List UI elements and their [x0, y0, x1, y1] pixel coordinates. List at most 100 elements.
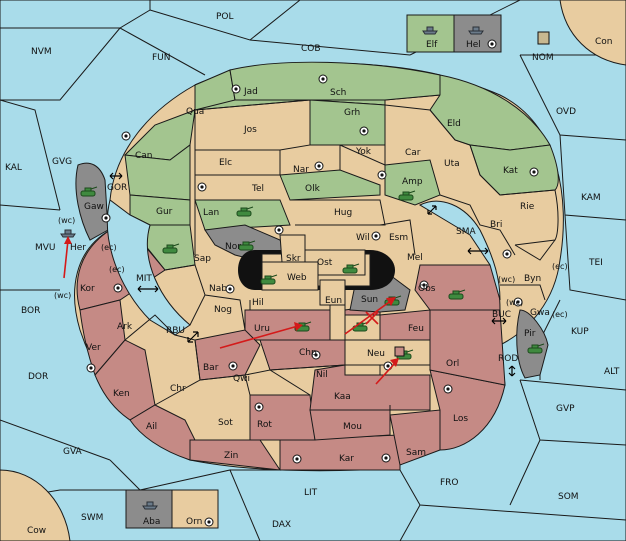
ship-icon[interactable]: [142, 501, 158, 510]
label-nor: Nor: [225, 242, 241, 252]
label-hug: Hug: [334, 208, 352, 218]
tank-icon[interactable]: [448, 289, 466, 300]
province-sch[interactable]: [229, 61, 441, 101]
province-grh[interactable]: [309, 99, 386, 146]
label-kup: KUP: [571, 327, 589, 337]
label-elf: Elf: [426, 40, 438, 50]
label-nar: Nar: [293, 165, 309, 175]
label-mel: Mel: [407, 253, 423, 263]
supply-center-icon: [231, 84, 241, 94]
label-gur: Gur: [156, 207, 173, 217]
label-kaa: Kaa: [334, 392, 351, 402]
ship-icon[interactable]: [468, 26, 484, 35]
ship-icon[interactable]: [422, 26, 438, 35]
label-coast-wc3: (wc): [498, 275, 515, 284]
label-olk: Olk: [305, 184, 321, 194]
supply-centers: [86, 39, 539, 527]
label-orn: Orn: [186, 517, 202, 527]
label-ovd: OVD: [556, 107, 576, 117]
tank-icon[interactable]: [342, 263, 360, 274]
label-uta: Uta: [444, 159, 460, 169]
label-dax: DAX: [272, 520, 291, 530]
supply-center-icon: [419, 280, 429, 290]
label-alt: ALT: [604, 367, 620, 377]
label-cow: Cow: [27, 526, 46, 536]
label-gvp: GVP: [556, 404, 575, 414]
ship-icon[interactable]: [60, 229, 76, 238]
tank-icon[interactable]: [260, 274, 278, 285]
label-sot: Sot: [218, 418, 233, 428]
label-kam: KAM: [581, 193, 601, 203]
province-rot[interactable]: [249, 394, 316, 441]
label-bri: Bri: [490, 220, 502, 230]
label-rie: Rie: [520, 202, 535, 212]
label-sch: Sch: [330, 88, 346, 98]
label-pol: POL: [216, 12, 234, 22]
label-uru: Uru: [254, 324, 270, 334]
supply-center-icon: [292, 454, 302, 464]
province-can[interactable]: [124, 144, 191, 201]
label-aba: Aba: [143, 517, 160, 527]
label-kat: Kat: [503, 166, 518, 176]
label-lit: LIT: [304, 488, 318, 498]
label-sam: Sam: [406, 448, 426, 458]
label-qwi: Qwi: [233, 374, 250, 384]
province-orn[interactable]: [171, 489, 219, 529]
label-gor: GOR: [107, 183, 127, 193]
label-coast-wc4: (wc): [506, 298, 523, 307]
label-car: Car: [405, 148, 421, 158]
label-som: SOM: [558, 492, 579, 502]
label-coast-wc1: (wc): [58, 216, 75, 225]
supply-center-icon: [86, 363, 96, 373]
label-mvu: MVU: [35, 243, 56, 253]
label-con: Con: [595, 37, 613, 47]
province-gaw[interactable]: [75, 162, 109, 241]
label-gva: GVA: [63, 447, 83, 457]
label-coast-ec2: (ec): [109, 265, 125, 274]
supply-center-icon: [101, 213, 111, 223]
supply-center-icon: [254, 402, 264, 412]
supply-center-icon: [381, 453, 391, 463]
province-olk[interactable]: [279, 169, 381, 201]
tank-icon[interactable]: [398, 190, 416, 201]
supply-center-icon: [197, 182, 207, 192]
province-ken[interactable]: [94, 339, 156, 421]
label-nvm: NVM: [31, 47, 52, 57]
label-dor: DOR: [28, 372, 48, 382]
tank-icon[interactable]: [162, 243, 180, 254]
supply-center-icon: [377, 170, 387, 180]
supply-center-icon: [314, 161, 324, 171]
label-tei: TEI: [588, 258, 603, 268]
label-ail: Ail: [146, 422, 157, 432]
supply-center-icon: [204, 517, 214, 527]
label-rbu: RBU: [166, 326, 185, 336]
connection-markers: [109, 172, 516, 377]
offboard-bottom: [125, 489, 219, 529]
neu-marker: [394, 346, 405, 357]
sea-mit-rbu[interactable]: [106, 199, 191, 336]
label-amp: Amp: [402, 177, 423, 187]
label-eun: Eun: [325, 296, 342, 306]
label-grh: Grh: [344, 108, 360, 118]
province-pir[interactable]: [516, 309, 549, 379]
province-labels: POL NVM FUN COB Con NOM KAL GVG OVD KAM …: [5, 12, 620, 536]
supply-center-icon: [225, 284, 235, 294]
tank-icon[interactable]: [527, 343, 545, 354]
label-ken: Ken: [113, 389, 130, 399]
tank-icon[interactable]: [80, 186, 98, 197]
label-sun: Sun: [361, 295, 378, 305]
label-gwa: Gwa: [530, 308, 550, 318]
order-arrows: [63, 236, 399, 385]
label-esm: Esm: [389, 233, 408, 243]
tank-icon[interactable]: [238, 240, 256, 251]
supply-center-icon: [443, 384, 453, 394]
label-hel: Hel: [466, 40, 481, 50]
units: [60, 26, 545, 510]
province-neu[interactable]: [344, 339, 431, 366]
supply-center-icon: [487, 39, 497, 49]
label-lan: Lan: [203, 208, 219, 218]
label-fun: FUN: [152, 53, 171, 63]
tank-icon[interactable]: [236, 206, 254, 217]
